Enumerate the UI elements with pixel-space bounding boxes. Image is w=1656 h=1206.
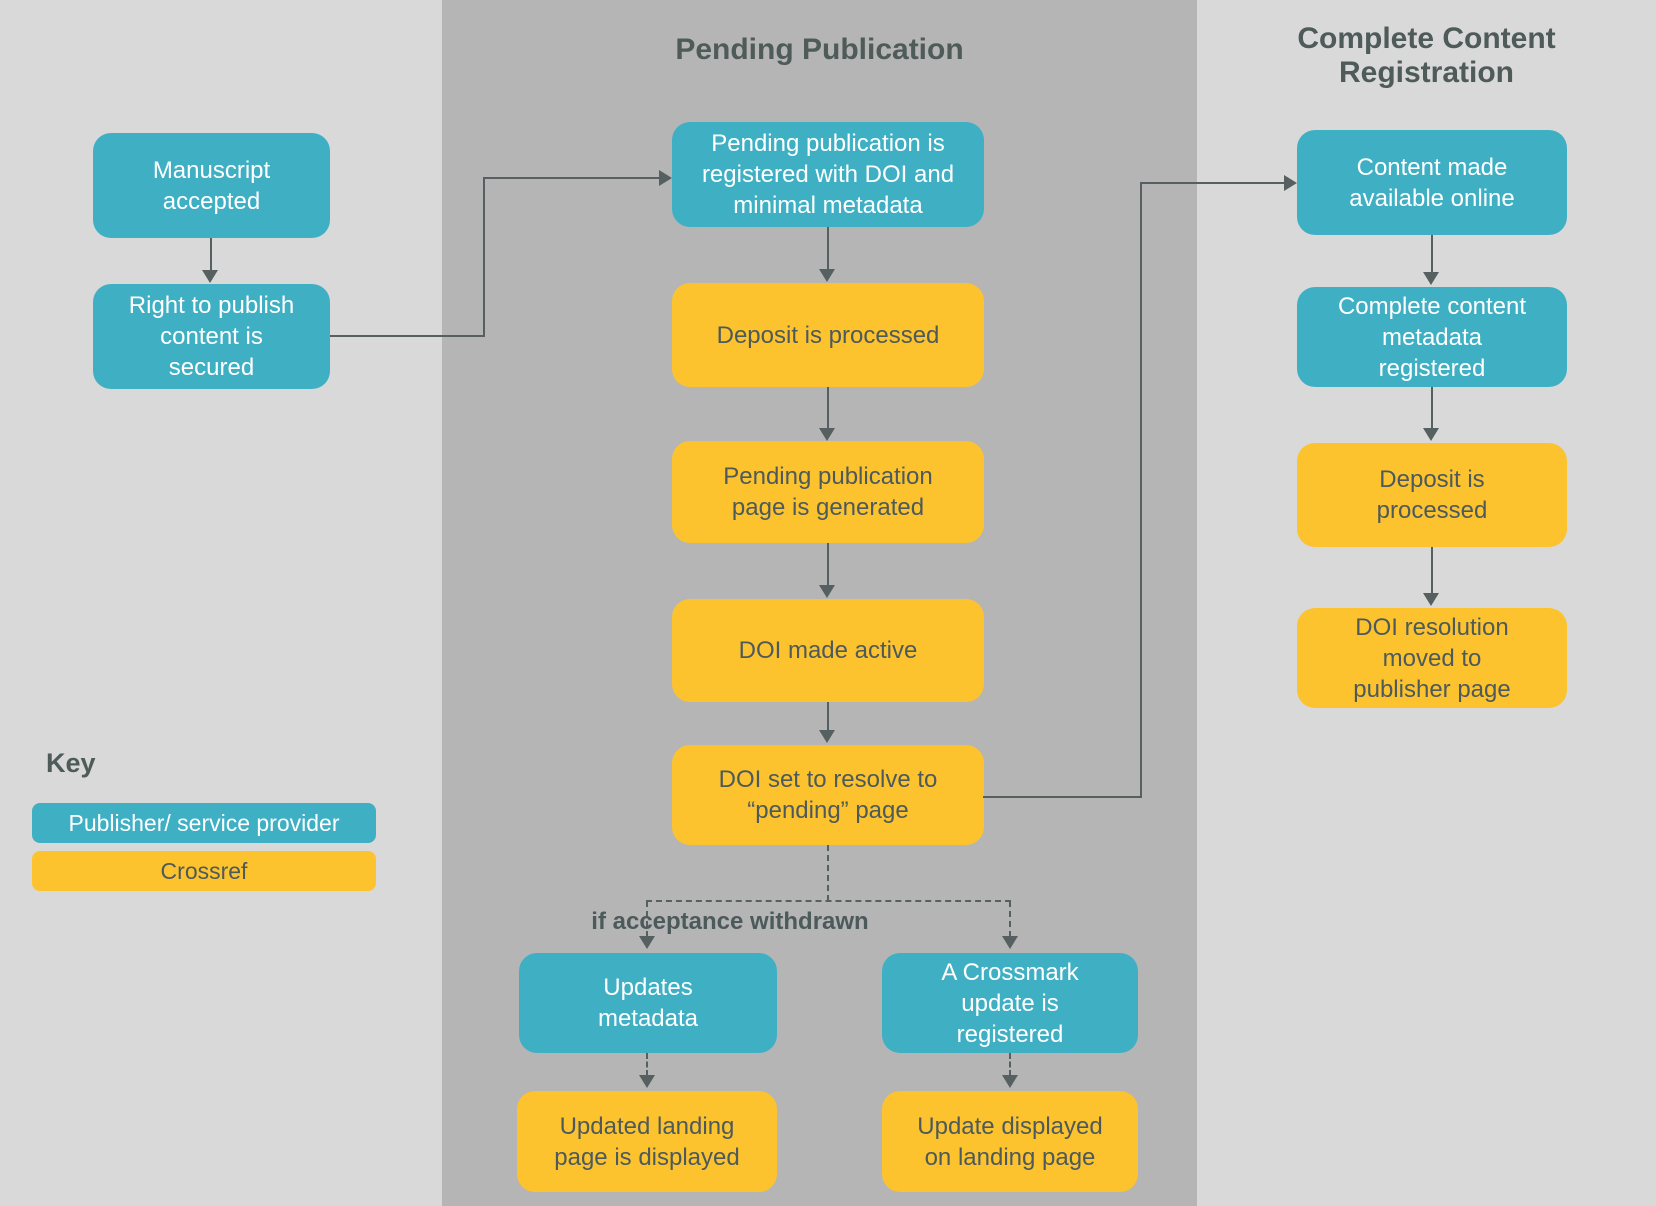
arrowhead-down-icon (819, 428, 835, 441)
node-content-available: Content made available online (1297, 130, 1567, 235)
arrowhead-down-icon (1002, 1075, 1018, 1088)
node-crossmark-update: A Crossmark update is registered (882, 953, 1138, 1053)
node-pending-page-generated: Pending publication page is generated (672, 441, 984, 543)
dashed-connector-updates-to-landing (646, 1053, 648, 1076)
connector-doiactive-to-resolve (827, 702, 829, 731)
node-pending-registered: Pending publication is registered with D… (672, 122, 984, 227)
node-updated-landing-page: Updated landing page is displayed (517, 1091, 777, 1192)
arrowhead-down-icon (1423, 428, 1439, 441)
connector-content-to-metadata (1431, 235, 1433, 273)
dashed-connector-to-updates-metadata (646, 901, 648, 937)
node-doi-made-active: DOI made active (672, 599, 984, 702)
complete-content-registration-title: Complete Content Registration (1297, 22, 1556, 89)
arrowhead-down-icon (819, 585, 835, 598)
dashed-connector-crossmark-to-displayed (1009, 1053, 1011, 1076)
node-updates-metadata: Updates metadata (519, 953, 777, 1053)
dashed-connector-resolve-to-branch (827, 845, 829, 901)
connector-manuscript-to-rights (210, 238, 212, 271)
node-doi-resolution-moved: DOI resolution moved to publisher page (1297, 608, 1567, 708)
connector-resolve-elbow-horizontal2 (1140, 182, 1284, 184)
arrowhead-down-icon (639, 1075, 655, 1088)
node-update-displayed: Update displayed on landing page (882, 1091, 1138, 1192)
arrowhead-down-icon (1423, 272, 1439, 285)
condition-label: if acceptance withdrawn (591, 908, 869, 935)
arrowhead-right-icon (1284, 175, 1297, 191)
connector-resolve-elbow-vertical (1140, 182, 1142, 798)
dashed-branch-horizontal (646, 900, 1011, 902)
arrowhead-down-icon (639, 936, 655, 949)
node-right-to-publish: Right to publish content is secured (93, 284, 330, 389)
node-complete-metadata: Complete content metadata registered (1297, 287, 1567, 387)
arrowhead-right-icon (659, 170, 672, 186)
arrowhead-down-icon (1002, 936, 1018, 949)
pending-publication-title: Pending Publication (675, 33, 964, 66)
arrowhead-down-icon (819, 269, 835, 282)
connector-deposit-to-resolution (1431, 547, 1433, 594)
node-deposit-processed-right: Deposit is processed (1297, 443, 1567, 547)
connector-registered-to-deposit (827, 227, 829, 270)
connector-deposit-to-page (827, 387, 829, 429)
node-deposit-processed-middle: Deposit is processed (672, 283, 984, 387)
arrowhead-down-icon (819, 730, 835, 743)
arrowhead-down-icon (1423, 593, 1439, 606)
connector-resolve-elbow-horizontal (983, 796, 1142, 798)
dashed-connector-to-crossmark (1009, 901, 1011, 937)
key-heading: Key (46, 748, 96, 778)
connector-page-to-doiactive (827, 543, 829, 586)
node-manuscript-accepted: Manuscript accepted (93, 133, 330, 238)
key-publisher-swatch: Publisher/ service provider (32, 803, 376, 843)
arrowhead-down-icon (202, 270, 218, 283)
connector-metadata-to-deposit (1431, 387, 1433, 429)
connector-rights-elbow-horizontal (330, 335, 485, 337)
node-doi-resolve-pending: DOI set to resolve to “pending” page (672, 745, 984, 845)
connector-rights-elbow-vertical (483, 177, 485, 337)
key-crossref-swatch: Crossref (32, 851, 376, 891)
connector-rights-elbow-horizontal2 (483, 177, 659, 179)
